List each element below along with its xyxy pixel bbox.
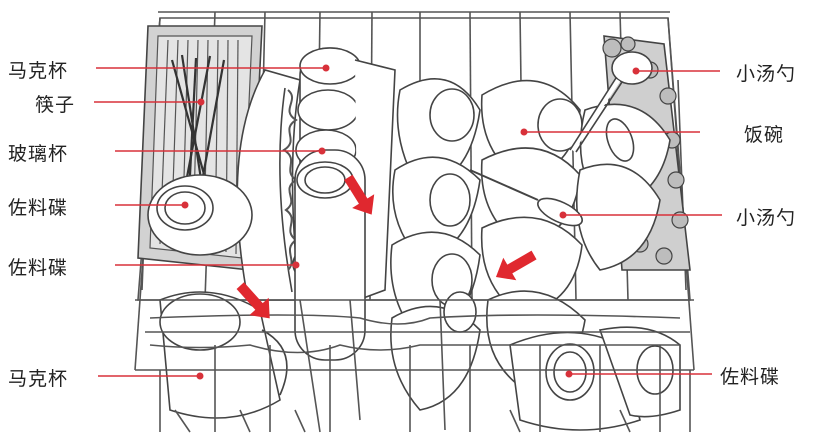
- arrow-glasses: [344, 174, 375, 215]
- side-plate-basket: [147, 174, 253, 256]
- label-chopsticks: 筷子: [35, 94, 76, 116]
- label-side-plate-right: 佐料碟: [720, 366, 781, 388]
- label-spoon-mid: 小汤勺: [736, 207, 797, 229]
- arrow-bowls: [495, 250, 537, 281]
- leader-lines: [94, 64, 722, 380]
- mug-bottom: [159, 291, 288, 419]
- placement-arrows: [236, 174, 537, 319]
- label-spoon-top: 小汤勺: [736, 63, 797, 85]
- label-glass: 玻璃杯: [8, 143, 69, 165]
- glass-stack: [294, 149, 366, 361]
- label-mug-top: 马克杯: [8, 60, 69, 82]
- label-mug-bottom: 马克杯: [8, 368, 69, 390]
- label-side-plate-1: 佐料碟: [8, 197, 69, 219]
- spoons: [469, 51, 653, 227]
- center-bowls: [390, 77, 481, 411]
- side-plate-front: [509, 326, 681, 431]
- label-rice-bowl: 饭碗: [744, 124, 785, 146]
- label-side-plate-2: 佐料碟: [8, 257, 69, 279]
- rack-front-wires: [135, 299, 694, 433]
- arrow-mug: [236, 282, 270, 319]
